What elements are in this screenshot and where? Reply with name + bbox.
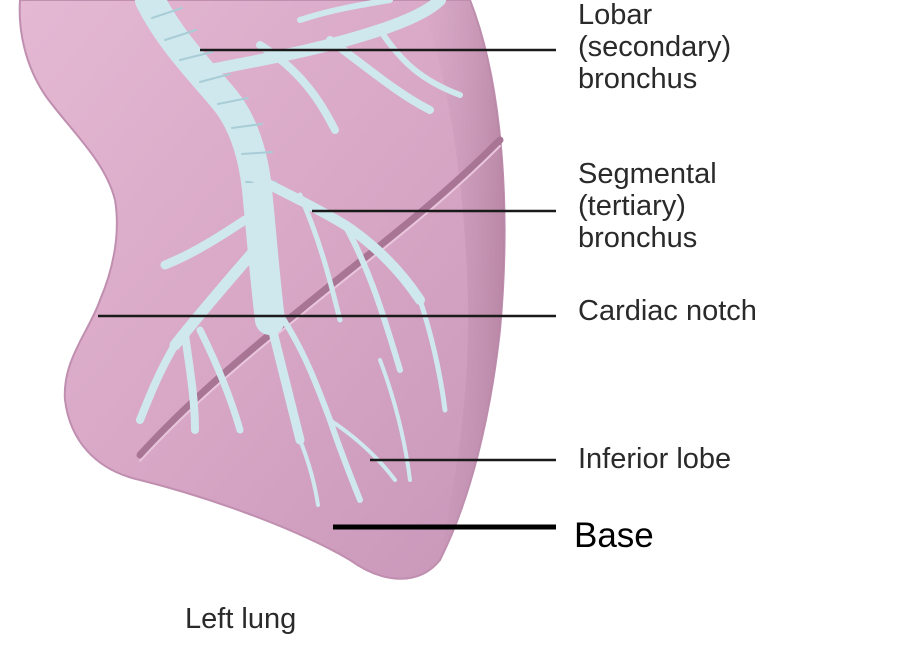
label-inferior-lobe: Inferior lobe: [578, 443, 732, 475]
label-lobar-line-3: bronchus: [578, 63, 698, 95]
label-lobar-line-2: (secondary): [578, 31, 732, 63]
bronchial-tree: [135, 0, 463, 507]
figure-caption: Left lung: [185, 603, 297, 635]
lung-rim-shade: [420, 0, 505, 560]
label-base: Base: [574, 516, 654, 555]
label-lobar-line-1: Lobar: [578, 0, 653, 31]
label-cardiac-notch: Cardiac notch: [578, 295, 757, 327]
label-segmental-bronchus: Segmental (tertiary) bronchus: [578, 158, 717, 254]
label-segmental-line-1: Segmental: [578, 158, 717, 190]
label-segmental-line-2: (tertiary): [578, 190, 686, 222]
leader-lines: [98, 48, 556, 462]
label-segmental-line-3: bronchus: [578, 222, 698, 254]
label-lobar-bronchus: Lobar (secondary) bronchus: [578, 0, 731, 95]
